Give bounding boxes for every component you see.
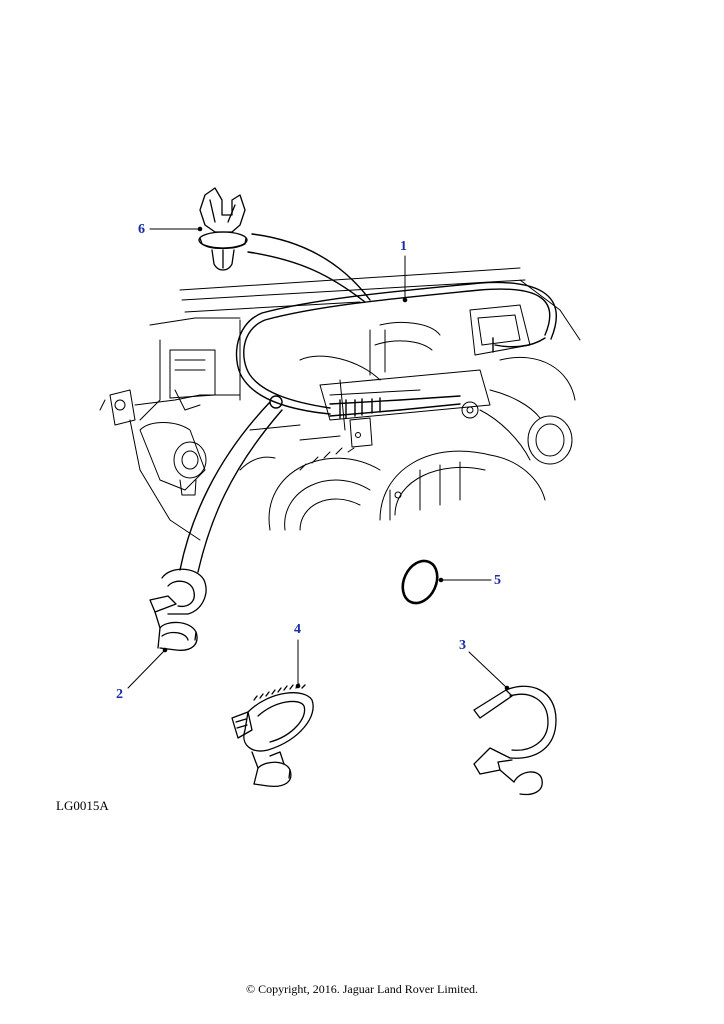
figure-reference: LG0015A <box>56 798 109 813</box>
engine-assembly <box>99 267 581 541</box>
callout-3: 3 <box>459 638 466 653</box>
double-clip-part-2 <box>149 568 207 651</box>
hose-clamp-part-4 <box>231 683 314 788</box>
callout-1: 1 <box>400 239 407 254</box>
copyright-notice: © Copyright, 2016. Jaguar Land Rover Lim… <box>245 982 479 996</box>
callout-4: 4 <box>294 622 301 637</box>
callout-2: 2 <box>116 687 123 702</box>
callout-6: 6 <box>138 222 145 237</box>
push-clip-part-6 <box>198 187 248 271</box>
leader-lines <box>127 226 510 691</box>
hose-assembly-part-1 <box>235 233 557 419</box>
hose-lead-part-2 <box>179 395 283 573</box>
hose-clip-part-3 <box>473 685 557 796</box>
callout-5: 5 <box>494 573 501 588</box>
o-ring-part-5 <box>401 559 439 605</box>
